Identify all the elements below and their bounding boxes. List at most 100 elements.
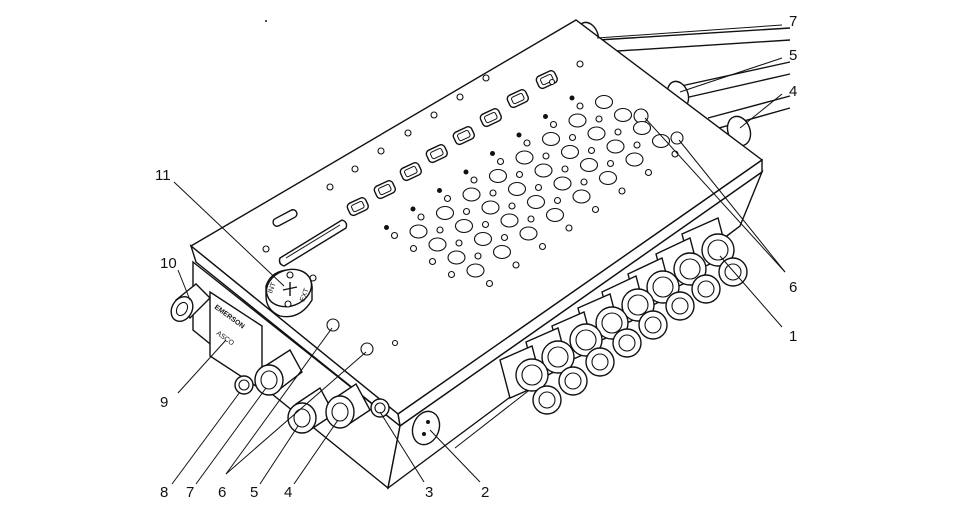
port-hole-dark <box>543 114 548 119</box>
port-hole-small <box>633 141 641 149</box>
port-hole-large <box>462 187 481 202</box>
port-hole-small <box>595 115 603 123</box>
callout-8: 8 <box>160 484 168 501</box>
port-hole-large <box>534 163 553 178</box>
port-hole-small <box>489 189 497 197</box>
plate-slots <box>346 70 558 217</box>
port-hole-small <box>481 220 490 229</box>
port-hole-dark <box>569 95 575 101</box>
dial-label-ext: EXT <box>299 287 310 303</box>
port-hole-large <box>560 144 580 160</box>
port-hole-small <box>470 176 478 184</box>
port-hole-large <box>572 189 591 204</box>
port-hole-small <box>580 178 588 186</box>
end-fitting-10 <box>170 283 211 323</box>
callout-11: 11 <box>155 167 171 184</box>
port-hole-small <box>485 279 494 288</box>
callout-5-bottom: 5 <box>250 484 258 501</box>
plate-port-holes <box>384 94 679 288</box>
port-hole-dark <box>384 225 389 230</box>
port-hole-small <box>512 261 520 269</box>
callout-labels: 7 5 4 6 1 11 10 9 8 7 6 5 4 3 2 <box>155 13 797 501</box>
port-hole-large <box>594 94 614 110</box>
port-hole-large <box>613 107 633 123</box>
pressure-selector-dial[interactable]: INT EXT <box>261 263 317 318</box>
port-hole-small <box>508 202 516 210</box>
port-hole-small <box>561 165 569 173</box>
port-hole-small <box>644 168 653 177</box>
port-hole-large <box>454 218 474 234</box>
port-hole-large <box>488 168 508 184</box>
port-hole-dark <box>490 151 495 156</box>
port-hole-large <box>428 237 447 252</box>
port-hole-large <box>507 181 527 197</box>
port-hole-dark <box>463 169 469 175</box>
end-fitting-5 <box>287 386 335 434</box>
port-hole-large <box>545 207 565 223</box>
callout-5-top: 5 <box>789 47 797 64</box>
callout-4-bottom: 4 <box>284 484 292 501</box>
front-cover-2 <box>411 410 441 446</box>
port-hole-dark <box>437 188 442 193</box>
port-hole-large <box>625 152 644 167</box>
port-hole-small <box>500 233 509 242</box>
callout-6-bottom: 6 <box>218 484 226 501</box>
port-hole-large <box>553 176 572 191</box>
port-hole-small <box>409 244 418 253</box>
callout-7-top: 7 <box>789 13 797 30</box>
port-hole-large <box>515 150 534 165</box>
callout-6-right: 6 <box>789 279 797 296</box>
port-hole-small <box>417 213 425 221</box>
port-hole-small <box>576 102 584 110</box>
port-hole-small <box>462 207 471 216</box>
port-hole-small <box>553 196 562 205</box>
port-hole-large <box>568 113 587 128</box>
callout-9: 9 <box>160 394 168 411</box>
port-hole-small <box>428 257 437 266</box>
port-hole-small <box>565 224 573 232</box>
port-hole-large <box>473 231 493 247</box>
port-hole-dark <box>516 132 522 138</box>
port-hole-large <box>492 244 512 260</box>
port-hole-large <box>598 170 618 186</box>
port-hole-small <box>618 187 626 195</box>
port-hole-large <box>606 139 625 154</box>
port-hole-small <box>447 270 456 279</box>
leader-lines <box>171 24 786 485</box>
plate-holes-small <box>262 60 684 356</box>
end-fitting-8 <box>234 375 254 395</box>
connector-slot <box>272 209 348 267</box>
callout-4-top: 4 <box>789 83 797 100</box>
port-hole-large <box>409 224 428 239</box>
port-hole-small <box>390 231 399 240</box>
port-hole-large <box>466 263 485 278</box>
port-hole-small <box>527 215 535 223</box>
port-hole-small <box>515 170 524 179</box>
callout-3: 3 <box>425 484 433 501</box>
callout-10: 10 <box>160 255 177 272</box>
port-hole-large <box>481 200 500 215</box>
port-hole-small <box>523 139 531 147</box>
port-hole-large <box>519 226 538 241</box>
port-hole-small <box>443 194 452 203</box>
end-fitting-3 <box>370 398 390 418</box>
callout-2: 2 <box>481 484 489 501</box>
port-hole-small <box>455 239 463 247</box>
port-hole-dark <box>410 206 416 212</box>
port-hole-small <box>474 252 482 260</box>
port-hole-small <box>436 226 444 234</box>
port-hole-large <box>435 205 455 221</box>
end-fitting-4 <box>325 382 371 429</box>
port-hole-large <box>587 126 606 141</box>
port-hole-small <box>606 159 615 168</box>
port-hole-small <box>549 120 558 129</box>
port-hole-small <box>542 152 550 160</box>
port-hole-large <box>632 120 652 136</box>
port-hole-small <box>568 133 577 142</box>
port-hole-small <box>587 146 596 155</box>
port-hole-small <box>614 128 622 136</box>
valve-fitting-array <box>499 217 748 415</box>
port-hole-small <box>496 157 505 166</box>
